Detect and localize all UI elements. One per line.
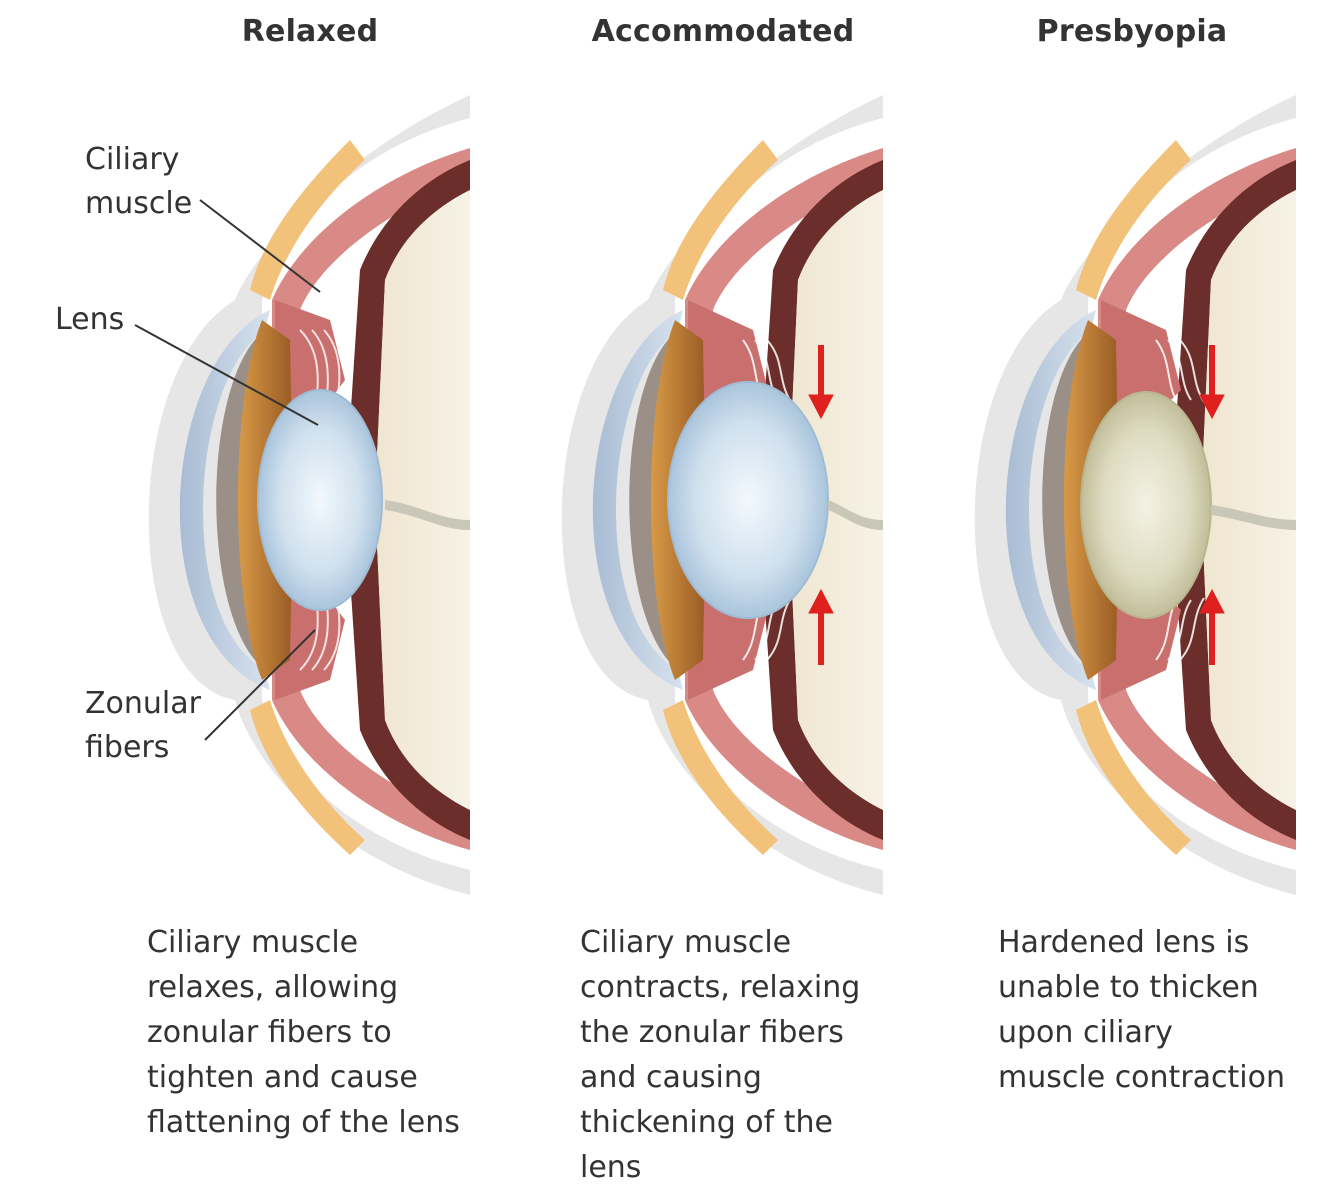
caption-line: Ciliary muscle [580, 925, 792, 960]
caption-line: Hardened lens is [998, 925, 1250, 960]
red-arrow-up [808, 588, 834, 665]
caption-line: flattening of the lens [147, 1105, 460, 1140]
caption-line: the zonular fibers [580, 1015, 844, 1050]
retina [758, 160, 883, 840]
lens-relaxed [257, 389, 383, 611]
lens-accommodated [667, 381, 829, 619]
label-zonular-line1: Zonular [85, 686, 201, 721]
caption-line: zonular fibers to [147, 1015, 392, 1050]
leader-lines [134, 199, 321, 741]
caption-line: thickening of the [580, 1105, 833, 1140]
leader-lens [134, 324, 319, 426]
label-ciliary-muscle: Ciliary muscle [85, 138, 192, 226]
optic-connection [385, 500, 470, 530]
title-accommodated: Accommodated [591, 14, 855, 49]
title-relaxed: Relaxed [241, 14, 379, 49]
sclera-outer [148, 95, 470, 895]
cornea [592, 310, 683, 690]
red-arrow-up [1199, 588, 1225, 665]
caption-line: upon ciliary [998, 1015, 1173, 1050]
caption-relaxed: Ciliary muscle relaxes, allowing zonular… [147, 920, 460, 1145]
title-presbyopia: Presbyopia [1036, 14, 1228, 49]
optic-connection [828, 500, 883, 530]
eye-panel-presbyopia [974, 95, 1296, 895]
vitreous [1201, 190, 1296, 810]
label-lens: Lens [55, 302, 125, 337]
leader-zonular [204, 629, 316, 741]
caption-line: Ciliary muscle [147, 925, 359, 960]
eye-panel-accommodated [561, 95, 883, 895]
cornea [179, 310, 270, 690]
optic-connection [1211, 505, 1296, 530]
label-ciliary-line2: muscle [85, 186, 193, 221]
caption-line: muscle contraction [998, 1060, 1285, 1095]
caption-line: tighten and cause [147, 1060, 418, 1095]
cornea [1005, 310, 1096, 690]
leader-ciliary [199, 199, 321, 293]
retina [345, 160, 470, 840]
sclera-outer [974, 95, 1296, 895]
label-zonular-line2: fibers [85, 730, 170, 765]
lens-hardened [1080, 391, 1212, 619]
caption-accommodated: Ciliary muscle contracts, relaxing the z… [580, 920, 860, 1190]
caption-line: and causing [580, 1060, 762, 1095]
zonular-fibers [1155, 339, 1205, 661]
vitreous [788, 190, 883, 810]
caption-line: lens [580, 1150, 642, 1185]
caption-presbyopia: Hardened lens is unable to thicken upon … [998, 920, 1285, 1100]
label-ciliary-line1: Ciliary [85, 142, 180, 177]
caption-line: contracts, relaxing [580, 970, 861, 1005]
eye-panel-relaxed [148, 95, 470, 895]
caption-line: unable to thicken [998, 970, 1259, 1005]
sclera-outer [561, 95, 883, 895]
retina [1171, 160, 1296, 840]
red-arrow-down [808, 345, 834, 420]
red-arrow-down [1199, 345, 1225, 420]
vitreous [375, 190, 470, 810]
label-zonular-fibers: Zonular fibers [85, 682, 201, 770]
caption-line: relaxes, allowing [147, 970, 399, 1005]
